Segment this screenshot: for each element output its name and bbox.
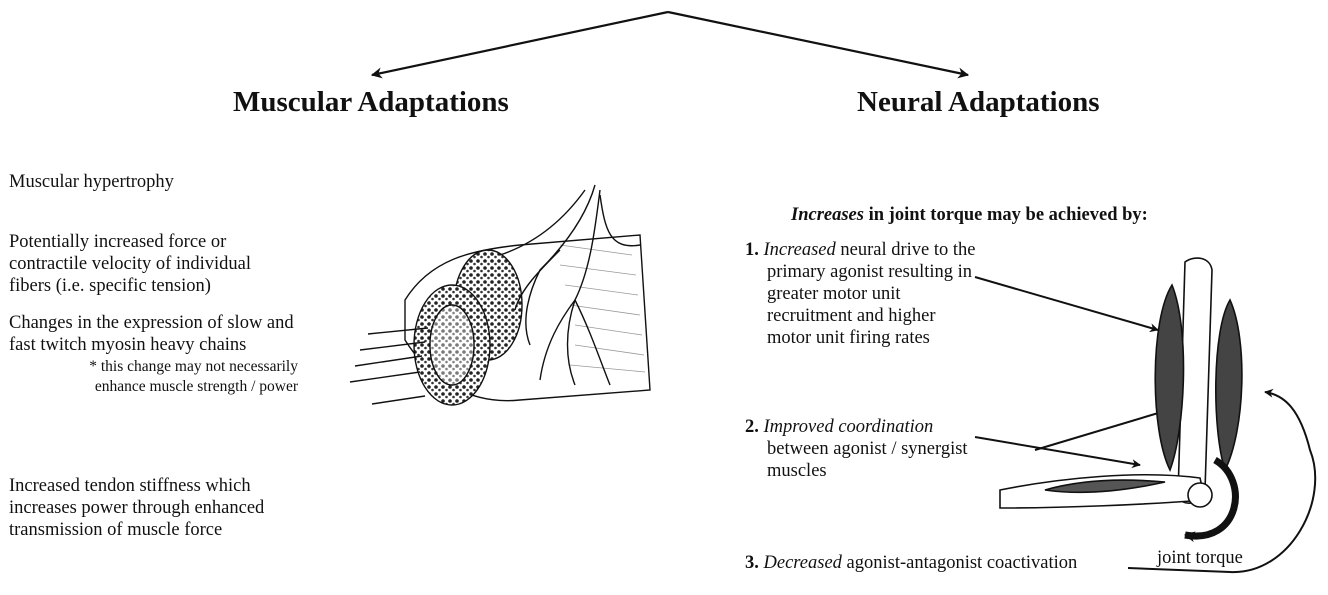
joint-torque-label: joint torque bbox=[1157, 547, 1243, 569]
neural-item-number: 2. bbox=[745, 417, 759, 437]
muscular-note: * this change may not necessarily enhanc… bbox=[40, 357, 298, 397]
muscular-item-tendon-stiffness: Increased tendon stiffness which increas… bbox=[9, 475, 299, 541]
neural-item-2: 2. Improved coordination between agonist… bbox=[745, 416, 997, 482]
neural-heading: Neural Adaptations bbox=[857, 86, 1100, 119]
neural-subheading-rest: in joint torque may be achieved by: bbox=[864, 205, 1148, 225]
muscle-fiber-illustration bbox=[350, 185, 650, 405]
neural-item-emphasis: Increased bbox=[764, 240, 836, 260]
neural-item-emphasis: Decreased bbox=[764, 553, 842, 573]
muscular-item-specific-tension: Potentially increased force or contracti… bbox=[9, 231, 271, 297]
neural-item-number: 3. bbox=[745, 553, 759, 573]
neural-item-3: 3. Decreased agonist-antagonist coactiva… bbox=[745, 552, 1165, 574]
muscular-item-myosin: Changes in the expression of slow and fa… bbox=[9, 312, 319, 356]
neural-item-emphasis: Improved coordination bbox=[764, 417, 934, 437]
neural-subheading: Increases in joint torque may be achieve… bbox=[791, 205, 1148, 226]
neural-item-text: agonist-antagonist coactivation bbox=[842, 553, 1077, 573]
muscular-heading: Muscular Adaptations bbox=[233, 86, 509, 119]
neural-item-1: 1. Increased neural drive to the primary… bbox=[745, 239, 982, 349]
neural-arrows bbox=[975, 277, 1315, 572]
neural-subheading-emphasis: Increases bbox=[791, 205, 864, 225]
muscular-item-hypertrophy: Muscular hypertrophy bbox=[9, 171, 299, 193]
split-arrows bbox=[372, 12, 968, 75]
neural-item-text: between agonist / synergist muscles bbox=[767, 439, 968, 481]
neural-item-number: 1. bbox=[745, 240, 759, 260]
